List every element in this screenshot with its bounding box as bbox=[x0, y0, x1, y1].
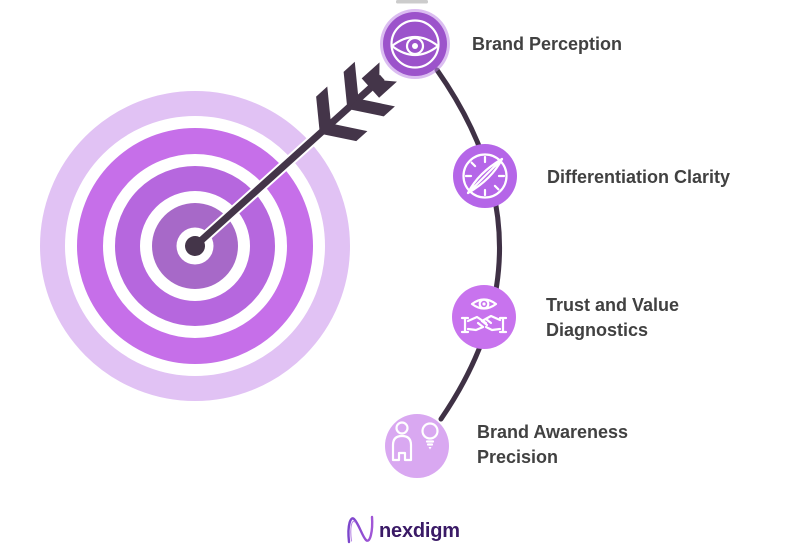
arrow-feather bbox=[319, 123, 368, 142]
handshake-glyph bbox=[460, 314, 508, 334]
arrow-feather bbox=[316, 86, 331, 134]
label-brand-perception: Brand Perception bbox=[472, 32, 622, 57]
label-line: Trust and Value bbox=[546, 295, 680, 315]
step-circle-brand-awareness bbox=[385, 414, 449, 478]
trust-eye-handshake-icon bbox=[460, 298, 508, 334]
label-line: Brand Awareness bbox=[477, 422, 629, 442]
label-trust-value-diagnostics: Trust and Value Diagnostics bbox=[546, 293, 679, 343]
label-brand-awareness-precision: Brand Awareness Precision bbox=[477, 420, 628, 470]
nexdigm-wave-n-icon bbox=[347, 515, 374, 544]
label-differentiation-clarity: Differentiation Clarity bbox=[547, 165, 730, 190]
nexdigm-logo: nexdigm bbox=[346, 514, 460, 546]
arrow-icon bbox=[185, 61, 397, 256]
label-line: Differentiation Clarity bbox=[547, 167, 731, 187]
target-ring-third bbox=[115, 166, 275, 326]
top-gray-artifact bbox=[396, 0, 428, 4]
arrow-nock bbox=[361, 62, 397, 98]
step-circle-trust-value bbox=[452, 285, 516, 349]
label-line: Brand Perception bbox=[472, 34, 623, 54]
person-lightbulb-icon bbox=[391, 421, 439, 462]
eye-icon bbox=[390, 19, 440, 69]
arrow-tip-dot bbox=[185, 236, 205, 256]
logo-wordmark: nexdigm bbox=[379, 520, 460, 542]
step-circle-brand-perception bbox=[383, 12, 447, 76]
bullseye-target-icon bbox=[40, 91, 350, 401]
compass-icon bbox=[462, 153, 508, 199]
target-ring-second bbox=[77, 128, 313, 364]
connector-curve bbox=[434, 67, 502, 422]
target-ring-outer bbox=[40, 91, 350, 401]
step-circle-differentiation-clarity bbox=[453, 144, 517, 208]
arrow-feather bbox=[347, 98, 395, 117]
arrow-feather bbox=[343, 61, 359, 109]
label-line: Diagnostics bbox=[546, 320, 649, 340]
label-line: Precision bbox=[477, 447, 559, 467]
